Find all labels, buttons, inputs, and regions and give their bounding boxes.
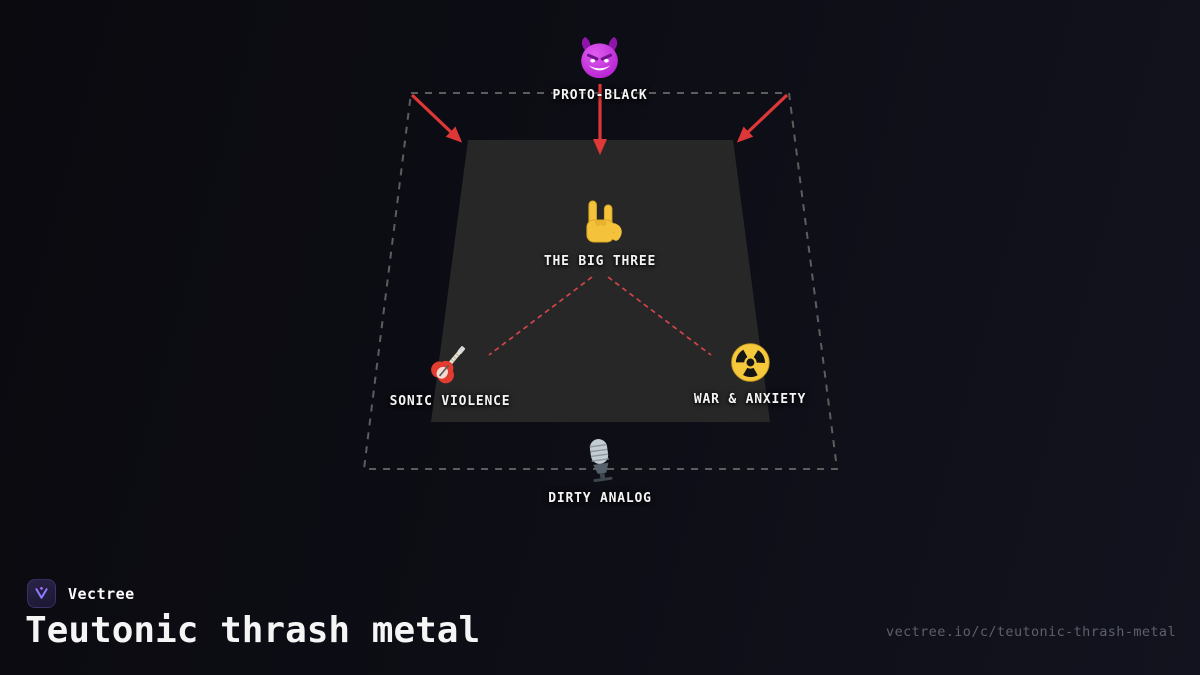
metal-horns-icon	[586, 200, 622, 243]
radioactive-icon	[730, 343, 770, 382]
node-proto-black: PROTO-BLACK	[553, 36, 648, 103]
node-label-war-and-anxiety: WAR & ANXIETY	[693, 392, 807, 407]
node-label-the-big-three: THE BIG THREE	[543, 254, 657, 269]
node-label-sonic-violence: SONIC VIOLENCE	[389, 394, 511, 409]
studio-microphone-icon	[589, 439, 613, 483]
node-dirty-analog: DIRTY ANALOG	[548, 437, 652, 506]
influence-arrow-left	[410, 93, 463, 143]
node-label-proto-black: PROTO-BLACK	[552, 88, 648, 103]
inner-field	[431, 140, 770, 422]
devil-face-icon	[581, 36, 619, 79]
share-url: vectree.io/c/teutonic-thrash-metal	[886, 624, 1176, 640]
node-the-big-three: THE BIG THREE	[544, 198, 656, 269]
node-sonic-violence: SONIC VIOLENCE	[390, 342, 511, 409]
connector-big-three-to-sonic-violence	[488, 276, 593, 356]
electric-guitar-icon	[431, 346, 466, 384]
outer-field-dashed-border	[362, 92, 839, 470]
brand-row: Vectree	[27, 579, 135, 608]
brand-name: Vectree	[68, 584, 135, 603]
node-war-and-anxiety: WAR & ANXIETY	[694, 341, 806, 407]
node-label-dirty-analog: DIRTY ANALOG	[548, 491, 652, 506]
vectree-logo	[27, 579, 56, 608]
page-title: Teutonic thrash metal	[25, 610, 481, 651]
influence-arrow-right	[736, 93, 789, 143]
vectree-logo-icon	[35, 587, 48, 599]
connector-big-three-to-war-anxiety	[607, 276, 712, 356]
